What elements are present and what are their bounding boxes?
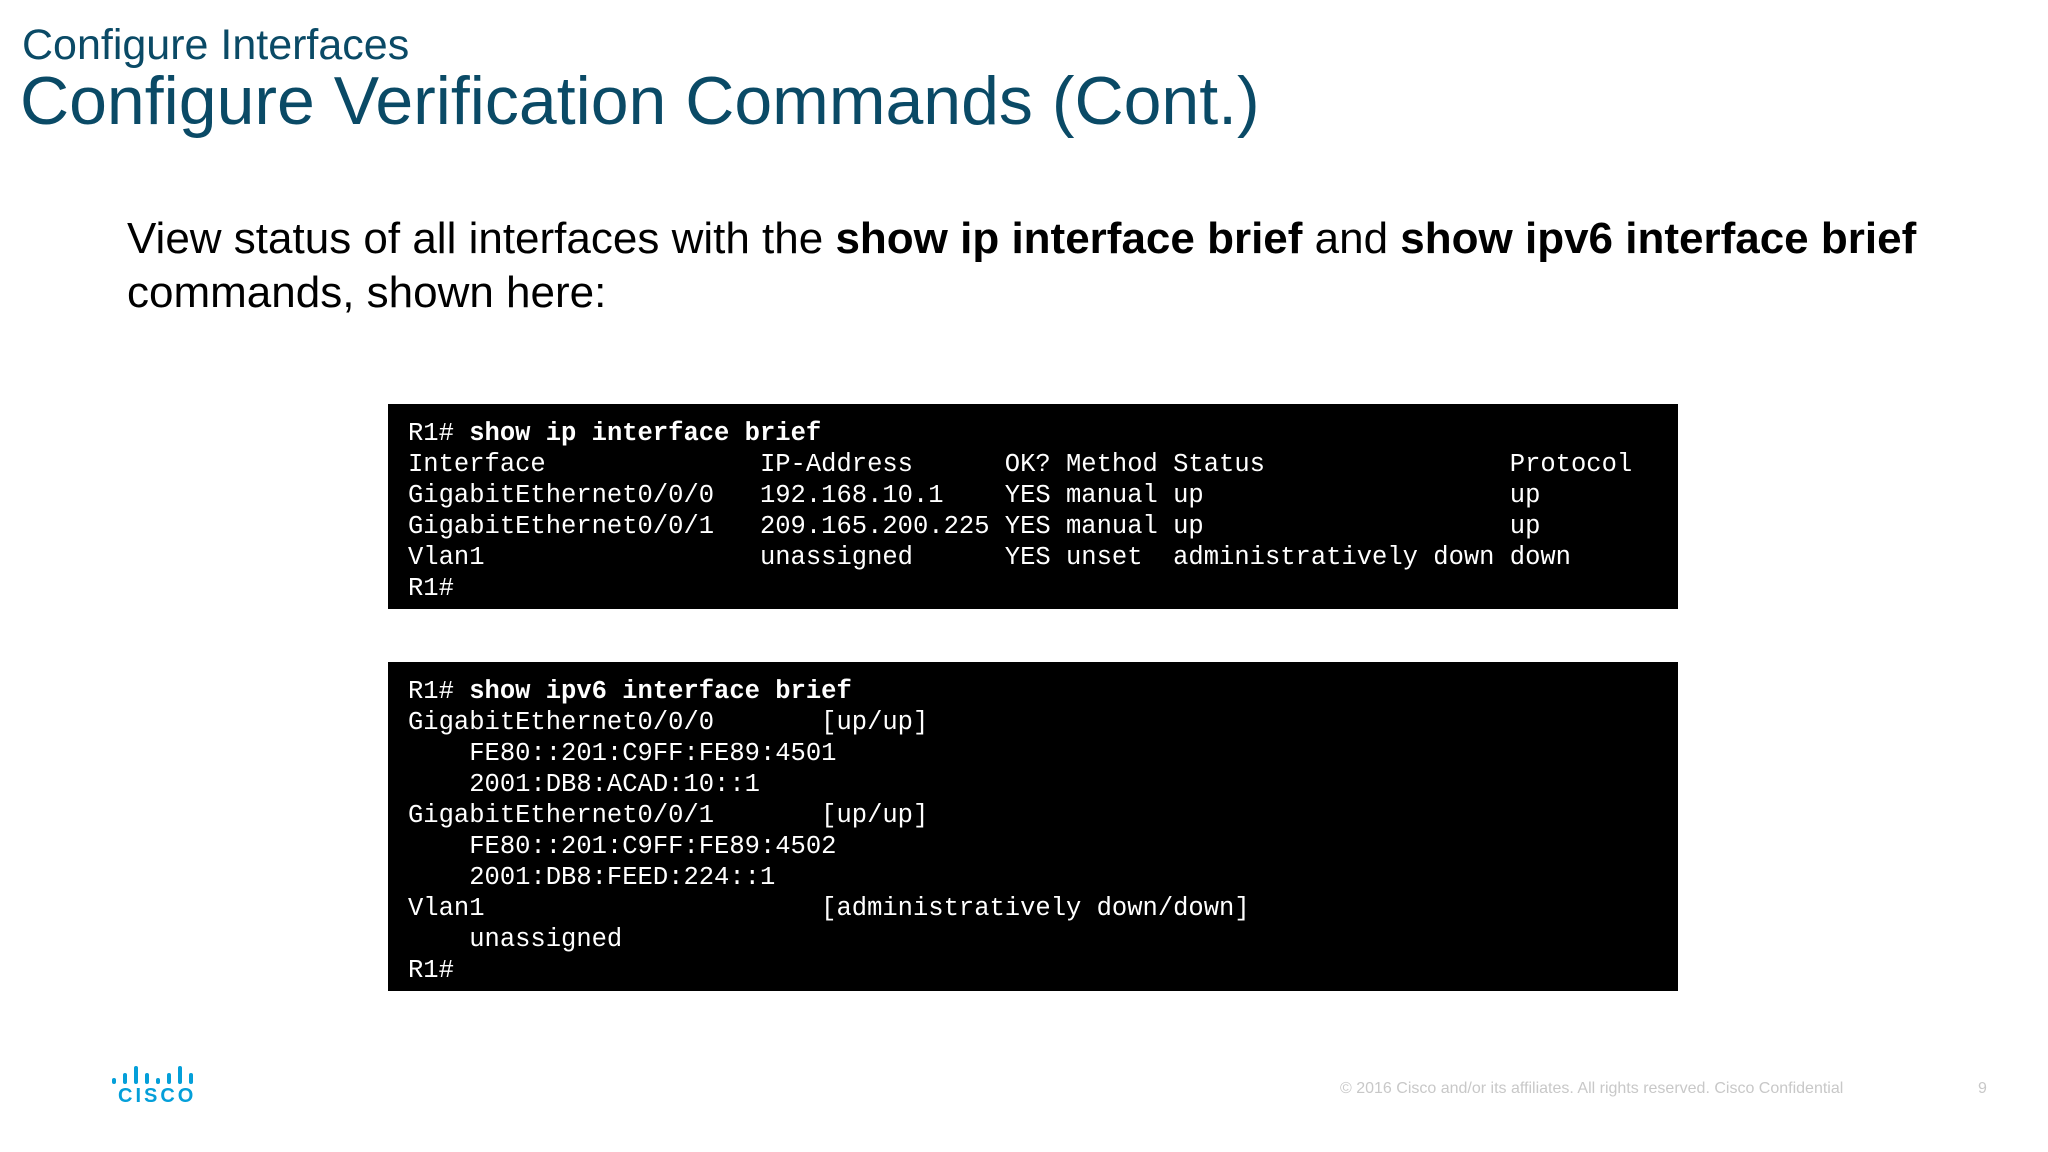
terminal-output: Interface IP-Address OK? Method Status P… bbox=[408, 450, 1633, 603]
slide-title: Configure Verification Commands (Cont.) bbox=[20, 63, 1260, 139]
terminal-ip-interface-brief: R1# show ip interface brief Interface IP… bbox=[388, 404, 1678, 609]
terminal-command: show ip interface brief bbox=[469, 419, 822, 448]
intro-bold-command-ip: show ip interface brief bbox=[835, 214, 1303, 263]
intro-text: View status of all interfaces with the s… bbox=[127, 212, 1947, 320]
page-number: 9 bbox=[1978, 1080, 1987, 1097]
cisco-logo-text: CISCO bbox=[118, 1085, 197, 1107]
cisco-logo-icon bbox=[112, 1066, 196, 1084]
terminal-ipv6-text: R1# show ipv6 interface brief GigabitEth… bbox=[408, 676, 1658, 986]
terminal-output: GigabitEthernet0/0/0 [up/up] FE80::201:C… bbox=[408, 708, 1250, 985]
section-subtitle: Configure Interfaces bbox=[22, 21, 410, 69]
cisco-logo: CISCO bbox=[112, 1066, 197, 1107]
terminal-prompt: R1# bbox=[408, 419, 470, 448]
terminal-command: show ipv6 interface brief bbox=[469, 677, 852, 706]
terminal-ip-text: R1# show ip interface brief Interface IP… bbox=[408, 418, 1658, 604]
terminal-ipv6-interface-brief: R1# show ipv6 interface brief GigabitEth… bbox=[388, 662, 1678, 991]
intro-part1: View status of all interfaces with the bbox=[127, 214, 836, 263]
intro-bold-command-ipv6: show ipv6 interface brief bbox=[1400, 214, 1917, 263]
footer-copyright: © 2016 Cisco and/or its affiliates. All … bbox=[1340, 1080, 1844, 1097]
terminal-prompt: R1# bbox=[408, 677, 470, 706]
intro-part3: commands, shown here: bbox=[127, 268, 607, 317]
intro-part2: and bbox=[1302, 214, 1401, 263]
